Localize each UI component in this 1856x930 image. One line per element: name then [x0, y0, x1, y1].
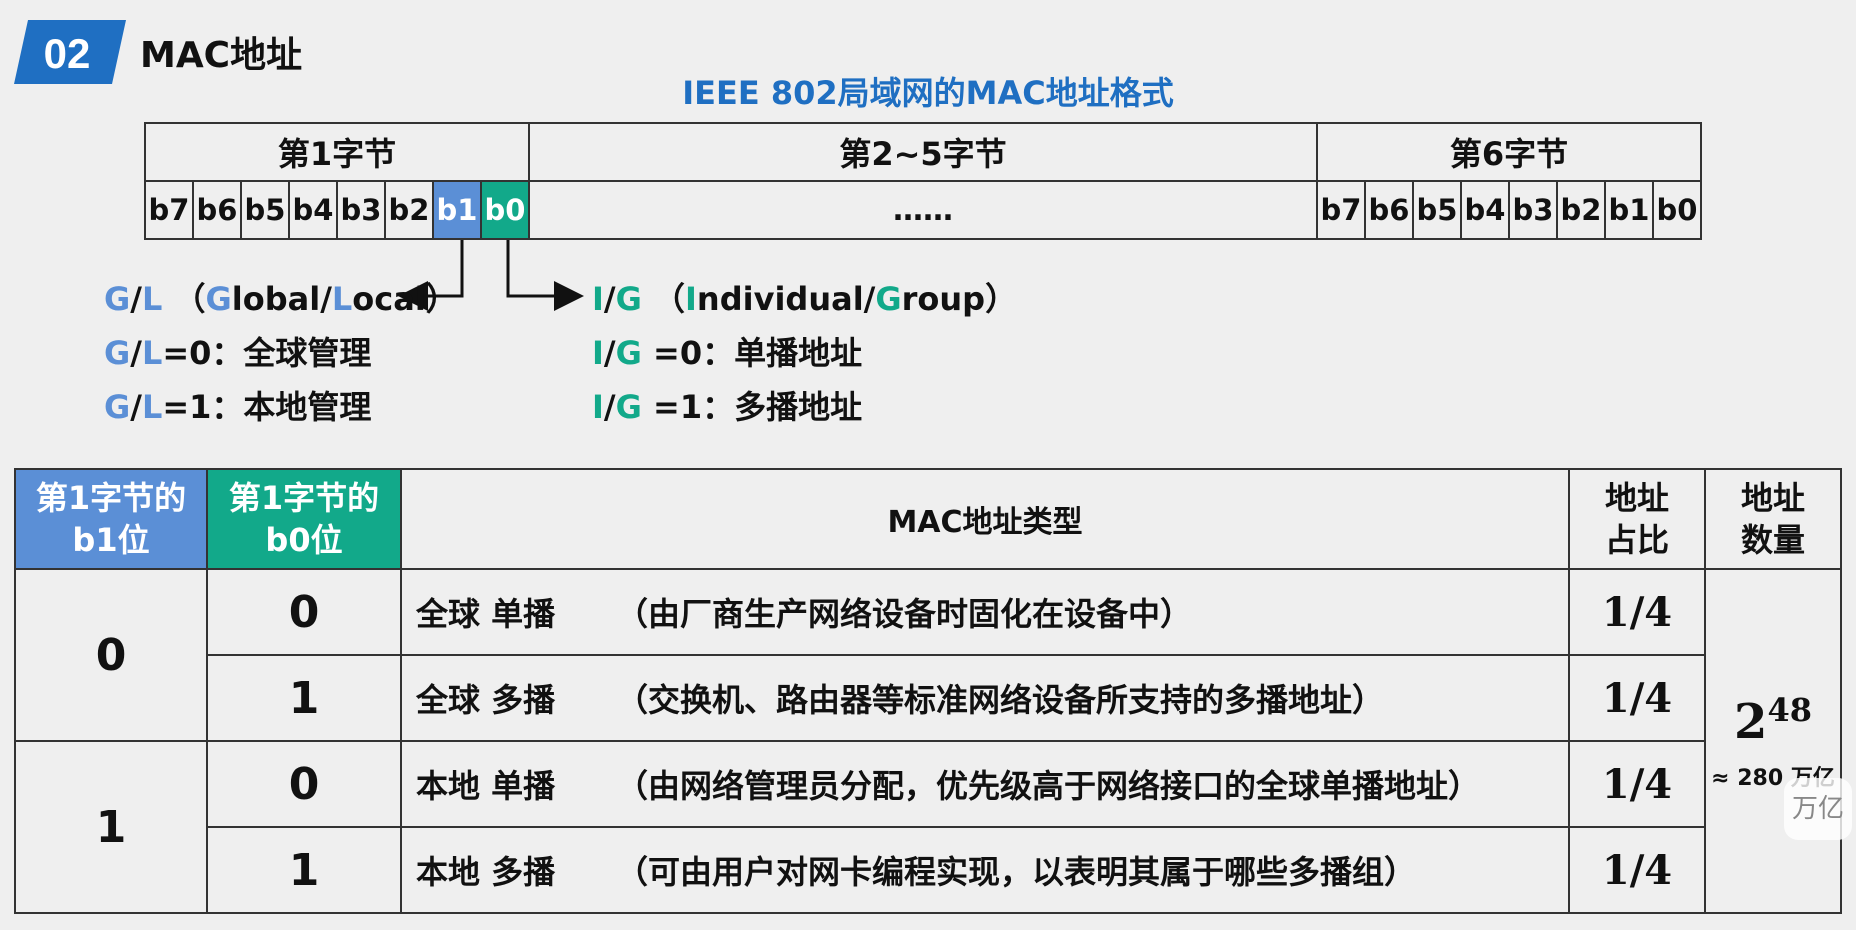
header-type: MAC地址类型 [400, 468, 1570, 570]
byte1-bit: b3 [336, 180, 386, 240]
ellipsis: …… [528, 180, 1318, 240]
b0-arrow [506, 240, 584, 311]
diagram-title: IEEE 802局域网的MAC地址格式 [682, 74, 1174, 112]
byte6-bit: b2 [1556, 180, 1606, 240]
header-count: 地址数量 [1704, 468, 1842, 570]
b0-value: 1 [206, 654, 402, 742]
section-number: 02 [44, 30, 91, 77]
ig-1-line: I/G =1：多播地址 [592, 388, 863, 426]
count-cell: 248 ≈ 280 万亿 [1704, 568, 1842, 914]
b0-value: 0 [206, 740, 402, 828]
byte1-bit: b2 [384, 180, 434, 240]
type-cell: 全球 单播（由厂商生产网络设备时固化在设备中） [400, 568, 1570, 656]
gl-definition: G/L （Global/Local） [104, 280, 458, 318]
ig-0-line: I/G =0：单播地址 [592, 334, 863, 372]
byte6-bit: b6 [1364, 180, 1414, 240]
byte1-bit: b7 [144, 180, 194, 240]
gl-1-line: G/L=1：本地管理 [104, 388, 372, 426]
byte1-bit-b1: b1 [432, 180, 482, 240]
byte6-bit: b5 [1412, 180, 1462, 240]
gl-0-line: G/L=0：全球管理 [104, 334, 372, 372]
ratio-cell: 1/4 [1568, 826, 1706, 914]
ratio-cell: 1/4 [1568, 568, 1706, 656]
section-title: MAC地址 [140, 35, 303, 76]
type-cell: 全球 多播（交换机、路由器等标准网络设备所支持的多播地址） [400, 654, 1570, 742]
table-row: 0 0 全球 单播（由厂商生产网络设备时固化在设备中） 1/4 248 ≈ 28… [14, 568, 1842, 914]
table-row: 1 0 本地 单播（由网络管理员分配，优先级高于网络接口的全球单播地址） 1/4 [14, 740, 1841, 914]
byte6-bit: b7 [1316, 180, 1366, 240]
b0-value: 1 [206, 826, 402, 914]
byte1-bit-b0: b0 [480, 180, 530, 240]
b1-value: 0 [14, 568, 208, 742]
table-row: 1 本地 多播（可由用户对网卡编程实现，以表明其属于哪些多播组） 1/4 [15, 826, 1841, 914]
byte-layout-table: 第1字节 第2~5字节 第6字节 b7 b6 b5 b4 b3 b2 b1 b0… [144, 122, 1702, 240]
b0-value: 0 [206, 568, 402, 656]
byte1-header: 第1字节 [144, 122, 530, 182]
byte1-bit: b5 [240, 180, 290, 240]
header-ratio: 地址占比 [1568, 468, 1706, 570]
table-row: 1 全球 多播（交换机、路由器等标准网络设备所支持的多播地址） 1/4 [15, 654, 1841, 742]
byte6-bit: b3 [1508, 180, 1558, 240]
byte1-bit: b4 [288, 180, 338, 240]
watermark-logo: 万亿 [1784, 778, 1852, 840]
section-badge: 02 [14, 20, 126, 84]
ratio-cell: 1/4 [1568, 654, 1706, 742]
byte6-header: 第6字节 [1316, 122, 1702, 182]
ratio-cell: 1/4 [1568, 740, 1706, 828]
ig-definition: I/G （Individual/Group） [592, 280, 1018, 318]
byte2-5-header: 第2~5字节 [528, 122, 1318, 182]
type-cell: 本地 多播（可由用户对网卡编程实现，以表明其属于哪些多播组） [400, 826, 1570, 914]
byte1-bit: b6 [192, 180, 242, 240]
type-cell: 本地 单播（由网络管理员分配，优先级高于网络接口的全球单播地址） [400, 740, 1570, 828]
b1-value: 1 [14, 740, 208, 914]
byte6-bit: b1 [1604, 180, 1654, 240]
byte6-bit: b0 [1652, 180, 1702, 240]
byte6-bit: b4 [1460, 180, 1510, 240]
